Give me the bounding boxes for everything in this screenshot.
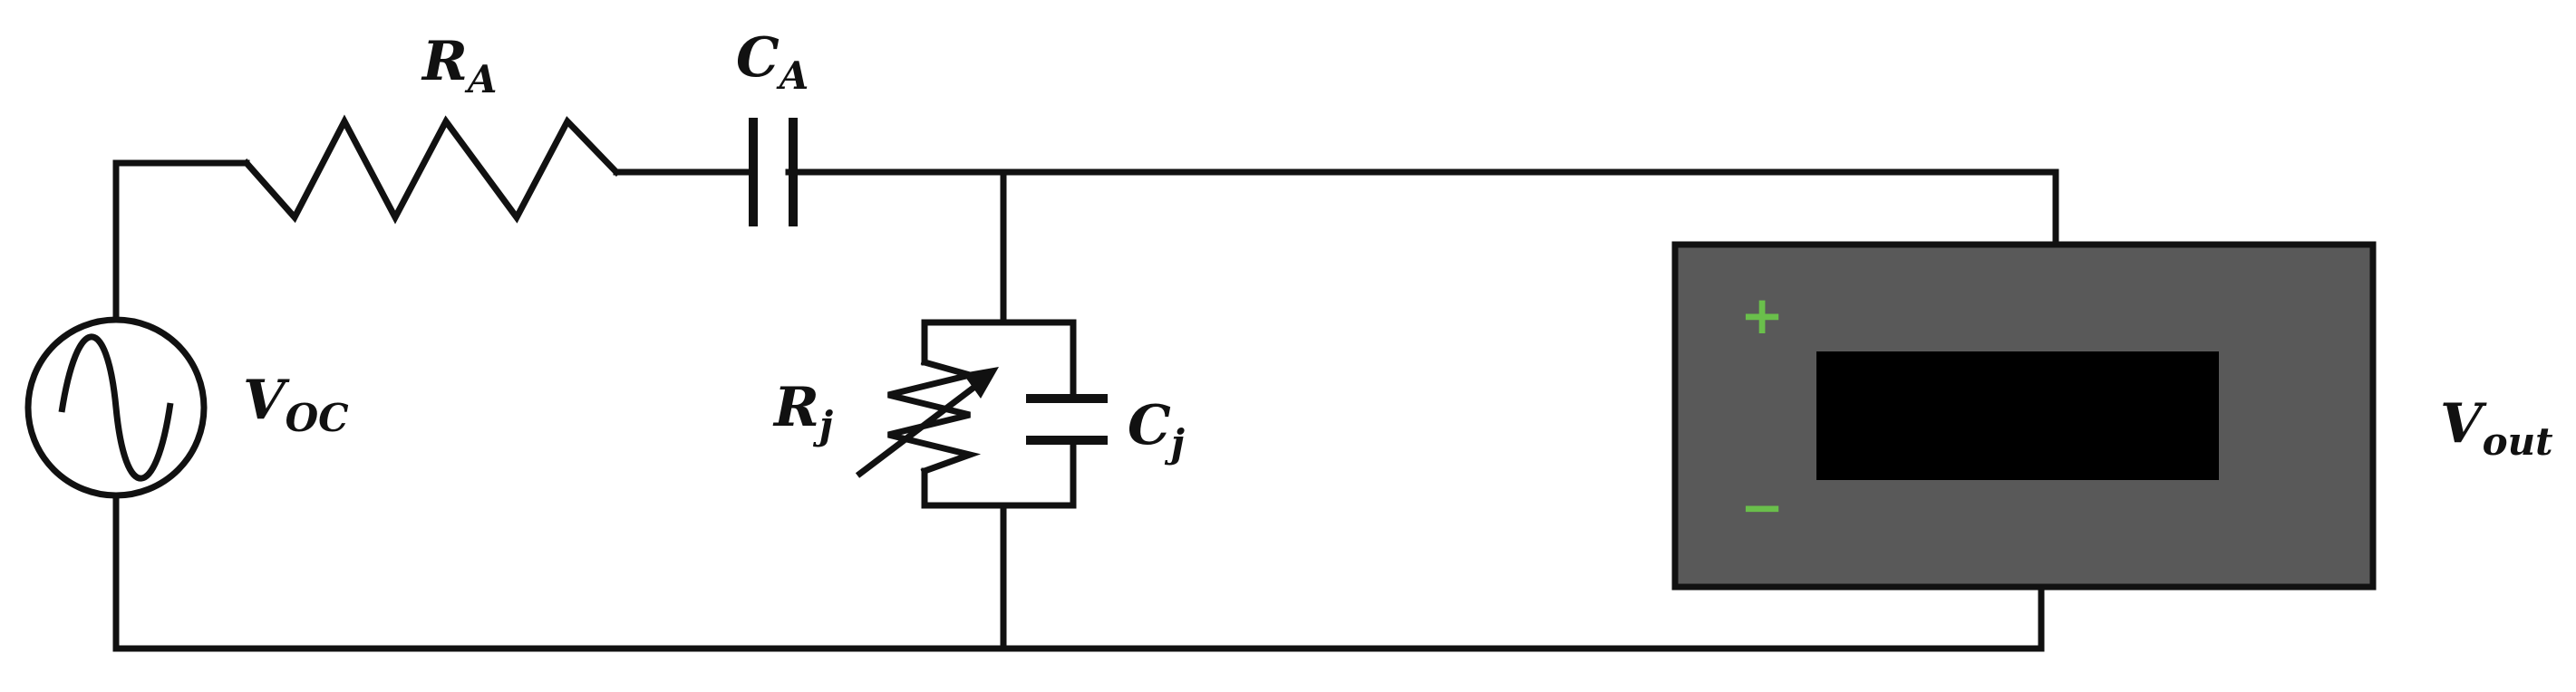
label-series-capacitor-main: C xyxy=(736,26,780,90)
label-junction-capacitor: Cj xyxy=(1128,394,1185,466)
label-output-voltage: Vout xyxy=(2440,392,2553,464)
label-junction-capacitor-main: C xyxy=(1128,394,1171,457)
label-series-resistor: RA xyxy=(421,30,497,101)
variable-resistor xyxy=(887,358,983,476)
ac-source xyxy=(24,316,208,499)
voltmeter: + − xyxy=(1671,241,2377,591)
wire-top-rail xyxy=(785,168,2059,248)
positive-terminal-sign: + xyxy=(1740,284,1785,346)
wire-left-bottom xyxy=(112,476,2045,652)
sine-wave-icon xyxy=(58,333,174,482)
label-source-voltage-sub: OC xyxy=(286,396,350,440)
label-series-resistor-sub: A xyxy=(464,57,498,101)
junction-network xyxy=(855,319,1108,509)
label-output-voltage-main: V xyxy=(2440,392,2487,456)
wires xyxy=(112,159,2059,652)
label-series-resistor-main: R xyxy=(421,30,468,93)
label-series-capacitor-sub: A xyxy=(776,53,809,98)
label-series-capacitor: CA xyxy=(736,26,809,98)
series-resistor xyxy=(242,114,621,225)
voltmeter-display xyxy=(1816,351,2219,480)
variable-resistor-arrow-shaft xyxy=(855,380,983,478)
junction-loop xyxy=(921,319,1077,509)
wire-left-top xyxy=(112,159,250,339)
label-junction-resistor-main: R xyxy=(772,376,819,439)
negative-terminal-sign: − xyxy=(1740,476,1785,538)
label-junction-resistor: Rj xyxy=(772,376,833,447)
series-capacitor xyxy=(749,118,798,226)
variable-resistor-arrowhead-icon xyxy=(963,367,999,399)
label-source-voltage-main: V xyxy=(243,369,290,432)
label-source-voltage: VOC xyxy=(243,369,349,440)
label-output-voltage-sub: out xyxy=(2483,419,2553,464)
